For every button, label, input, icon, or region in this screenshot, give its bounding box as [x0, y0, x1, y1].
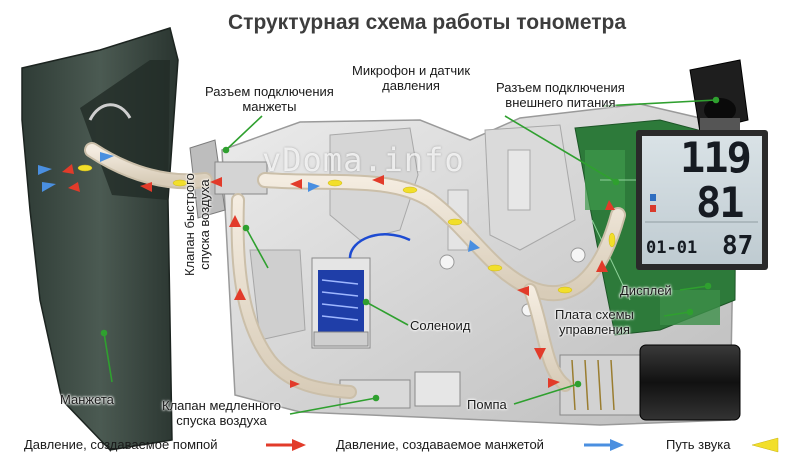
label-mic-sensor: Микрофон и датчик давления — [352, 63, 470, 93]
display-date: 01-01 — [646, 238, 698, 258]
solenoid — [311, 233, 411, 349]
label-cuff: Манжета — [60, 392, 114, 407]
sound-path-arrows — [77, 164, 616, 294]
label-cuff-connector-line2: манжеты — [242, 99, 297, 114]
label-slow-valve-line2: спуска воздуха — [176, 413, 267, 428]
legend-swatches — [266, 437, 779, 453]
label-mic-sensor-line2: давления — [382, 78, 440, 93]
legend-swatch-pump — [266, 439, 306, 451]
lcd-display — [636, 130, 768, 270]
legend-cuff-pressure: Давление, создаваемое манжетой — [336, 437, 544, 452]
label-fast-valve: Клапан быстрого спуска воздуха — [182, 173, 212, 276]
label-power-connector: Разъем подключения внешнего питания — [496, 80, 625, 110]
label-mic-sensor-line1: Микрофон и датчик — [352, 63, 471, 78]
air-tubes — [84, 142, 626, 399]
watermark: vDoma.info — [262, 141, 465, 179]
display-diastolic: 81 — [696, 178, 745, 227]
label-cuff-connector-line1: Разъем подключения — [205, 84, 334, 99]
label-slow-valve-line1: Клапан медленного — [162, 398, 282, 413]
cuff — [21, 27, 179, 451]
cuff-pressure-arrows — [38, 152, 480, 252]
display-pulse: 87 — [722, 231, 754, 261]
label-control-board: Плата схемы управления — [555, 307, 634, 337]
legend-swatch-sound — [751, 437, 779, 453]
label-pump: Помпа — [467, 397, 507, 412]
legend-swatch-cuff — [584, 439, 624, 451]
pump-pressure-arrows — [62, 164, 615, 388]
label-power-connector-line1: Разъем подключения — [496, 80, 625, 95]
label-cuff-connector: Разъем подключения манжеты — [205, 84, 334, 114]
label-fast-valve-line1: Клапан быстрого — [182, 173, 197, 276]
power-jack — [689, 59, 749, 133]
legend-pump-pressure: Давление, создаваемое помпой — [24, 437, 218, 452]
label-control-board-line1: Плата схемы — [555, 307, 634, 322]
page-title: Структурная схема работы тонометра — [228, 11, 627, 34]
display-systolic: 119 — [680, 133, 752, 182]
label-pointers — [100, 96, 720, 415]
label-fast-valve-line2: спуска воздуха — [197, 179, 212, 270]
label-display: Дисплей — [620, 283, 672, 298]
label-slow-valve: Клапан медленного спуска воздуха — [162, 398, 281, 428]
pump — [559, 344, 741, 421]
legend-sound-path: Путь звука — [666, 437, 731, 452]
label-solenoid: Соленоид — [410, 318, 471, 333]
label-control-board-line2: управления — [558, 322, 630, 337]
label-power-connector-line2: внешнего питания — [505, 95, 616, 110]
